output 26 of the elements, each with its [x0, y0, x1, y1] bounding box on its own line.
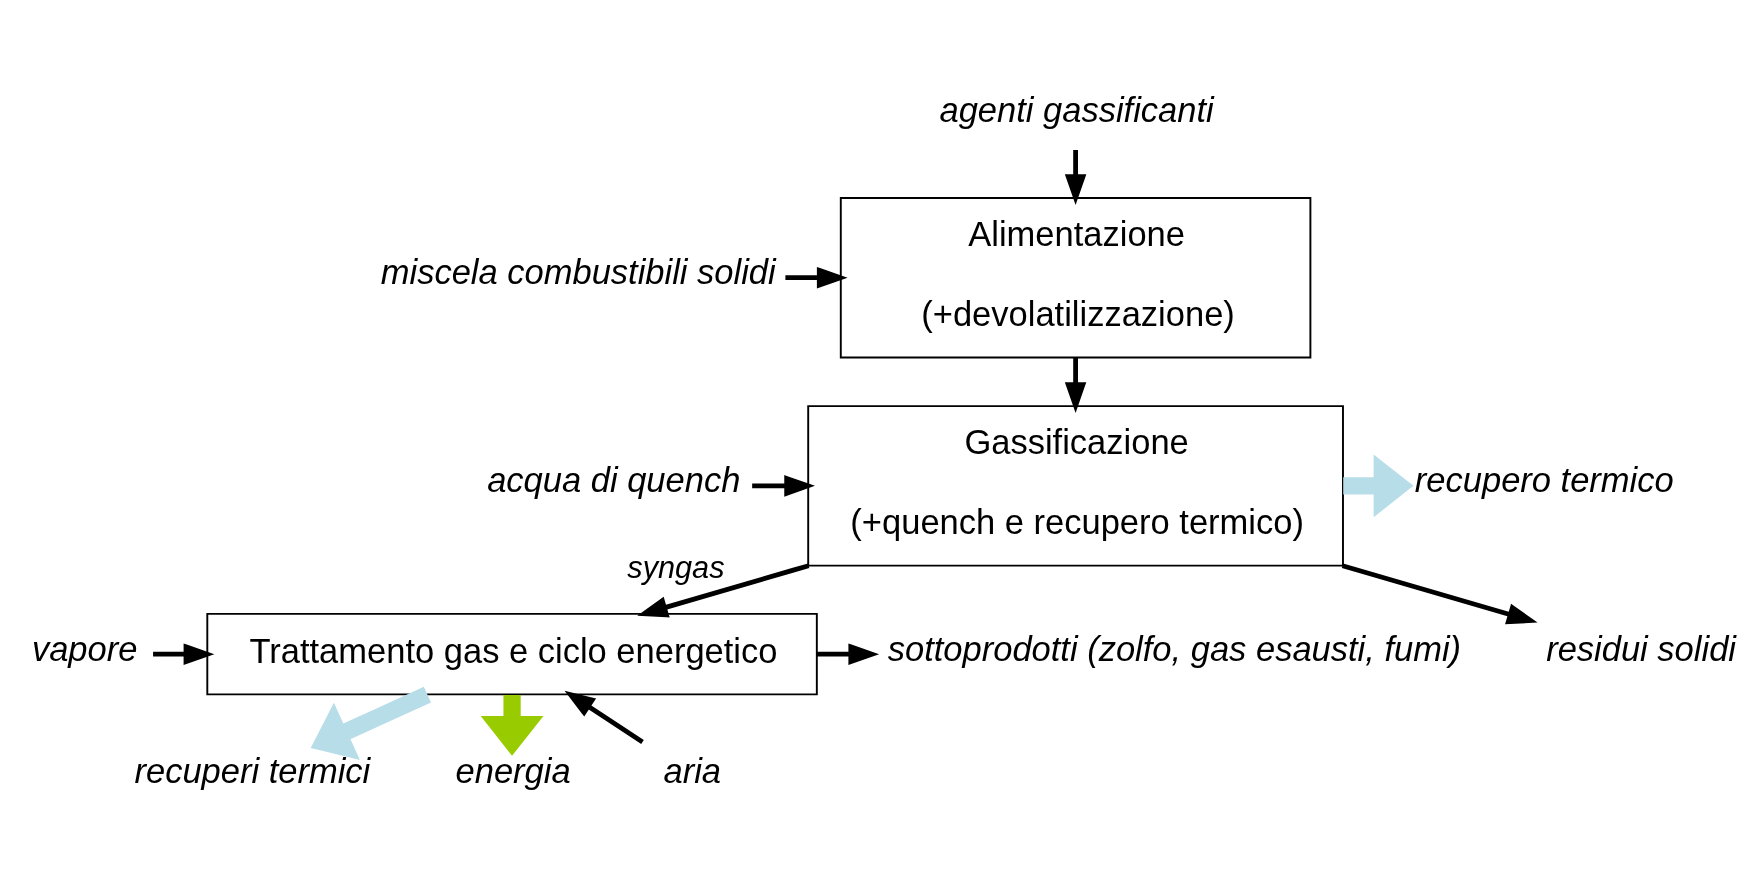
arrow	[1064, 150, 1087, 206]
node-text: agenti gassificanti	[939, 90, 1214, 129]
node-text: acqua di quench	[487, 461, 741, 500]
node-text: recupero termico	[1414, 461, 1674, 500]
arrow	[752, 475, 815, 497]
arrow	[816, 643, 880, 665]
node-box: Alimentazione (+devolatilizzazione)	[839, 197, 1312, 359]
node-text: energia	[455, 752, 571, 791]
arrow	[310, 686, 431, 760]
arrow	[1341, 563, 1538, 625]
node-text: miscela combustibili solidi	[380, 253, 776, 292]
node-text: recuperi termici	[134, 752, 371, 791]
arrow	[480, 695, 544, 756]
arrow	[564, 690, 644, 745]
node-box: Trattamento gas e ciclo energetico	[206, 612, 818, 696]
arrow	[153, 643, 215, 665]
arrow	[1343, 454, 1414, 518]
node-text: aria	[663, 752, 722, 791]
arrow	[1064, 357, 1087, 413]
edge-label: syngas	[627, 549, 725, 584]
node-box: Gassificazione (+quench e recupero termico)	[807, 405, 1344, 567]
arrow	[785, 266, 848, 289]
node-text: residui solidi	[1546, 629, 1736, 668]
node-text: vapore	[31, 629, 138, 668]
arrow	[637, 563, 810, 618]
node-text: sottoprodotti (zolfo, gas esausti, fumi)	[887, 629, 1462, 668]
